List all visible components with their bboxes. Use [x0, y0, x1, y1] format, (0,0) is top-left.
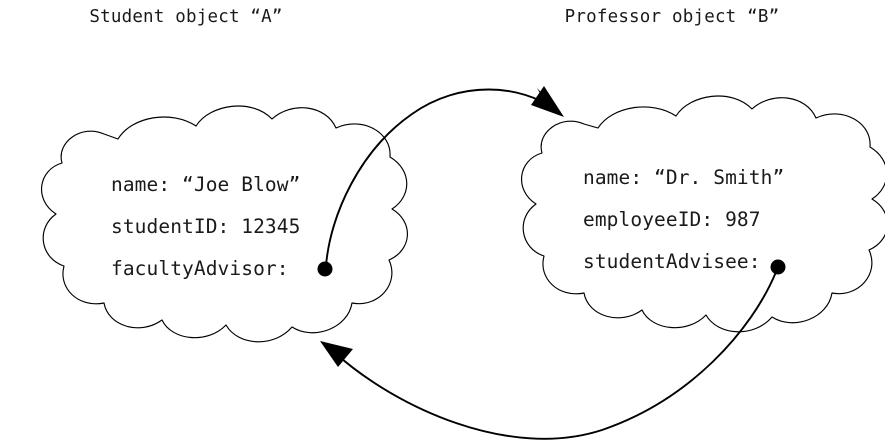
- right-studentAdvisee-reference-dot: [770, 259, 786, 275]
- facultyAdvisor-reference-curve: [325, 88, 557, 267]
- studentAdvisee-reference-arrowhead: [320, 341, 353, 367]
- right-field-name: name: “Dr. Smith”: [583, 166, 784, 189]
- right-object-cloud: [521, 95, 885, 333]
- facultyAdvisor-reference-arrowhead-solid: [531, 86, 564, 117]
- left-object-title: Student object “A”: [89, 7, 282, 27]
- left-facultyAdvisor-reference-dot: [317, 261, 333, 277]
- studentAdvisee-reference-curve: [333, 271, 777, 440]
- left-field-studentID: studentID: 12345: [111, 215, 300, 238]
- right-field-employeeID: employeeID: 987: [583, 208, 761, 231]
- right-field-studentAdvisee: studentAdvisee:: [583, 250, 761, 273]
- left-object-cloud: [41, 105, 408, 343]
- left-field-name: name: “Joe Blow”: [111, 173, 300, 196]
- right-object-title: Professor object “B”: [565, 7, 780, 27]
- left-field-facultyAdvisor: facultyAdvisor:: [111, 257, 289, 280]
